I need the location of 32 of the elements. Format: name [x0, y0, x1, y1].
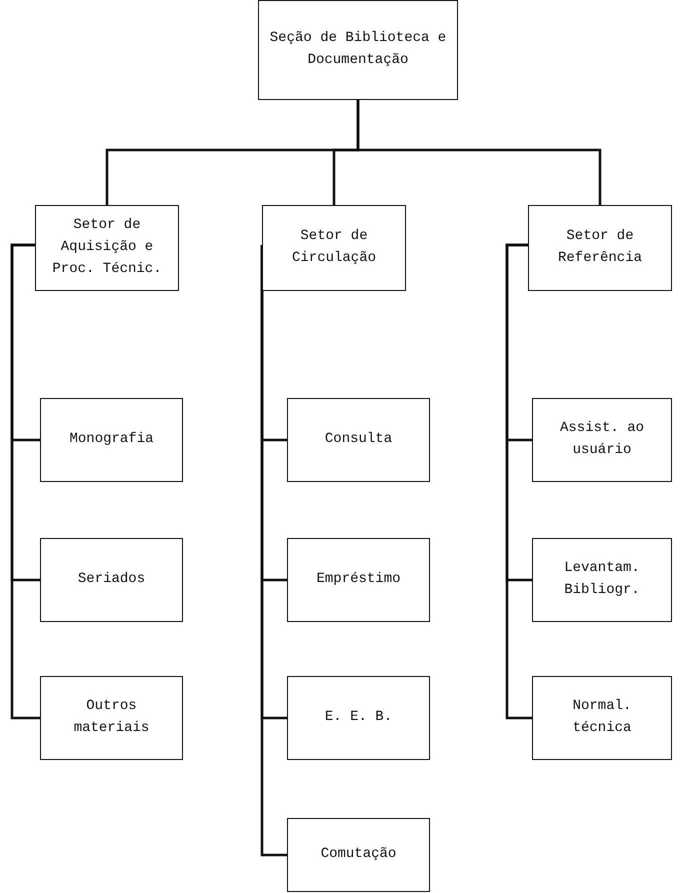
unit-name: Monografia — [69, 430, 154, 450]
org-unit-box — [287, 818, 430, 892]
unit-name: Seção de Biblioteca e Documentação — [268, 29, 448, 70]
unit-name: Normal. técnica — [572, 697, 632, 738]
connector-line — [356, 100, 602, 205]
org-unit-box — [40, 398, 183, 482]
unit-name: E. E. B. — [324, 708, 392, 728]
org-unit-box — [40, 676, 183, 760]
org-unit-box — [532, 538, 672, 622]
unit-name: Outros materiais — [72, 697, 150, 738]
unit-name: Assist. ao usuário — [558, 419, 645, 460]
connector-line — [10, 244, 40, 720]
org-unit-box — [258, 0, 458, 100]
org-unit-box — [532, 676, 672, 760]
unit-name: Comutação — [320, 845, 396, 864]
unit-name: Levantam. Bibliogr. — [563, 559, 641, 600]
unit-name: Consulta — [324, 430, 392, 450]
unit-name: Setor de Aquisição e Proc. Técnic. — [51, 216, 163, 279]
org-unit-box — [40, 538, 183, 622]
connector-line — [260, 244, 287, 856]
org-unit-box — [287, 538, 430, 622]
unit-name: Empréstimo — [316, 570, 400, 590]
connector-line — [506, 244, 532, 720]
unit-name: Setor de Circulação — [290, 227, 377, 268]
org-unit-box — [532, 398, 672, 482]
unit-name: Seriados — [78, 570, 146, 590]
unit-name: Setor de Referência — [556, 227, 643, 268]
org-unit-box — [528, 205, 672, 291]
org-unit-box — [287, 398, 430, 482]
org-unit-box — [287, 676, 430, 760]
org-unit-box — [35, 205, 179, 291]
org-unit-box — [262, 205, 406, 291]
